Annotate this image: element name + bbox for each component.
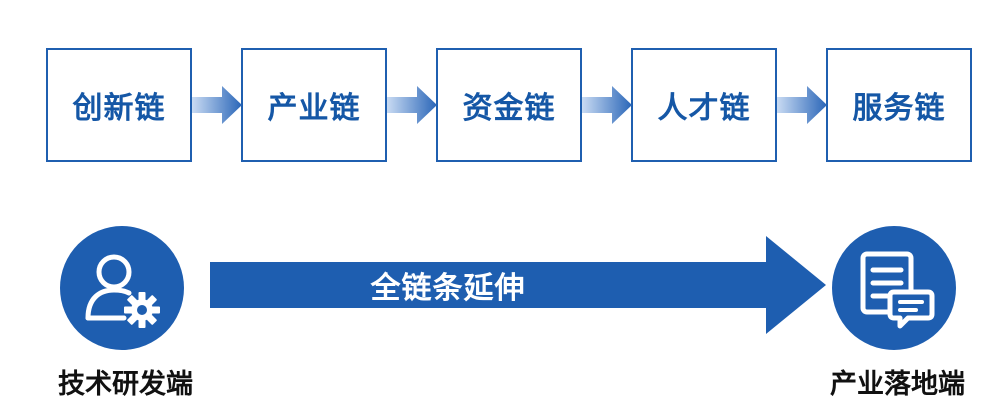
chain-arrow-2 — [387, 86, 437, 124]
user-gear-icon — [85, 254, 160, 328]
end-label: 产业落地端 — [830, 369, 965, 400]
chain-box-label: 资金链 — [462, 91, 556, 126]
flow-arrow-label: 全链条延伸 — [370, 271, 526, 306]
chain-box-label: 服务链 — [852, 91, 946, 126]
chain-arrow-3 — [582, 86, 632, 124]
industry-landing-circle — [832, 226, 956, 350]
document-chat-icon — [860, 251, 935, 329]
chain-arrow-4 — [777, 86, 827, 124]
start-label: 技术研发端 — [58, 369, 193, 400]
chain-box-label: 产业链 — [267, 91, 361, 126]
chain-box-talent: 人才链 — [631, 48, 777, 162]
chain-box-capital: 资金链 — [436, 48, 582, 162]
chain-box-label: 人才链 — [657, 91, 751, 126]
chain-arrow-1 — [192, 86, 242, 124]
chain-box-industry: 产业链 — [241, 48, 387, 162]
big-flow-arrow — [210, 236, 826, 334]
chain-box-label: 创新链 — [72, 91, 166, 126]
tech-rd-circle — [60, 226, 184, 350]
chain-box-service: 服务链 — [826, 48, 972, 162]
chain-box-innovation: 创新链 — [46, 48, 192, 162]
